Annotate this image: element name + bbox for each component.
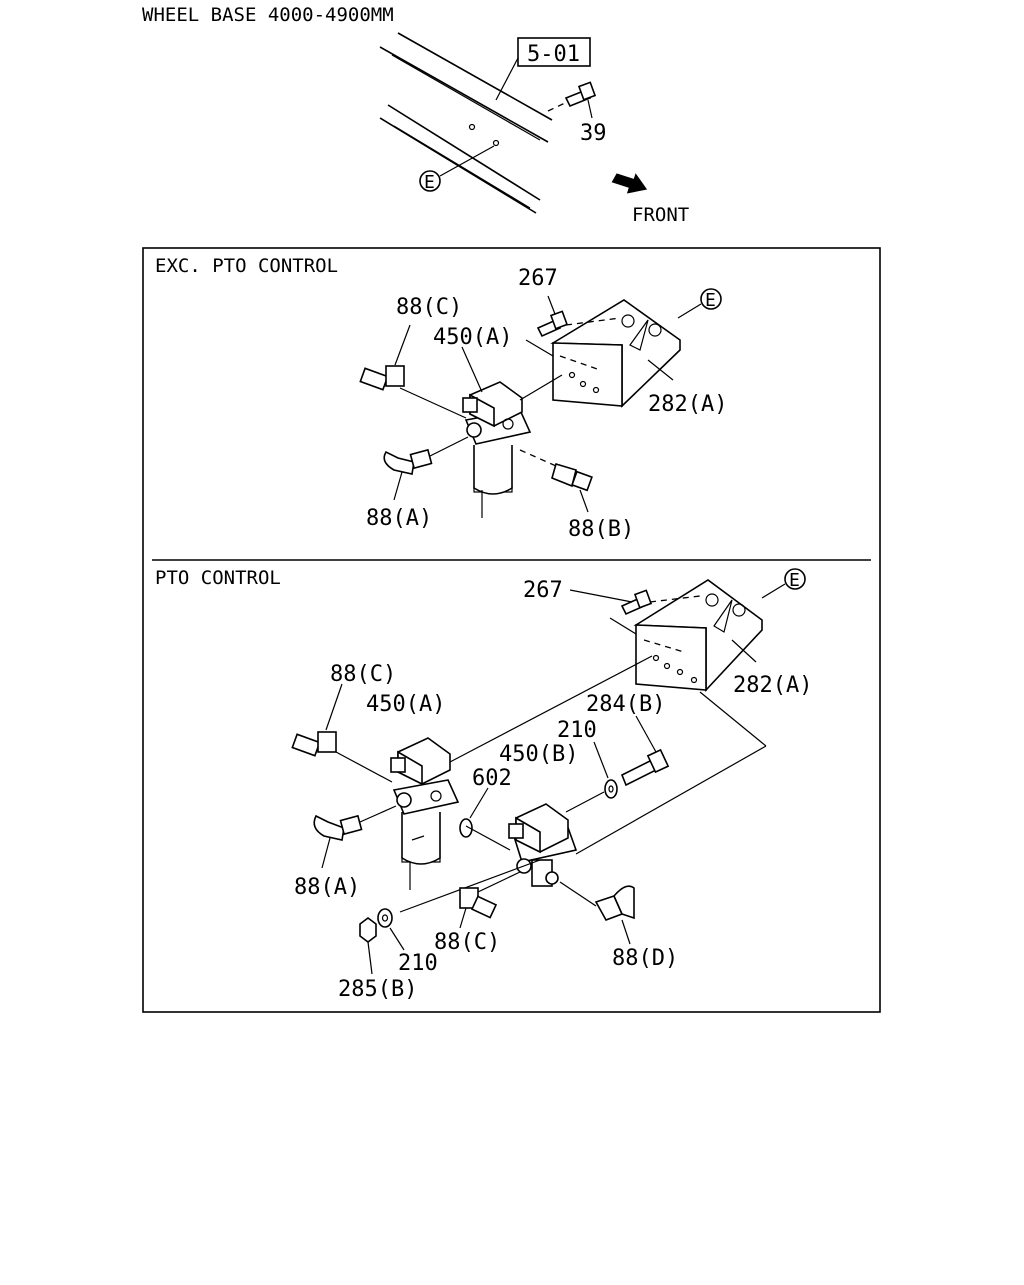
connection-marker-e: E	[761, 568, 806, 599]
svg-text:5-01: 5-01	[527, 42, 580, 67]
label-88c-top: 88(C)	[330, 662, 396, 687]
bracket-282a	[550, 299, 681, 408]
label-282a: 282(A)	[648, 392, 727, 417]
label-88b: 88(B)	[568, 517, 634, 542]
label-450a: 450(A)	[433, 325, 512, 350]
fitting-88b	[519, 449, 593, 513]
label-88c-bottom: 88(C)	[434, 930, 500, 955]
connection-marker-e: E	[677, 288, 722, 319]
washer-210-bottom	[377, 908, 405, 951]
panel-exc-pto-control: EXC. PTO CONTROL	[155, 255, 727, 542]
fitting-88a	[383, 436, 469, 501]
svg-text:E: E	[789, 570, 800, 591]
label-602: 602	[472, 766, 512, 791]
label-450b: 450(B)	[499, 742, 578, 767]
frame-overview: WHEEL BASE 4000-4900MM 5-01 39	[142, 4, 689, 226]
frame-hole	[468, 123, 476, 131]
bracket-282a	[633, 579, 763, 693]
bolt-267	[525, 295, 621, 357]
front-direction-arrow-icon	[611, 173, 648, 194]
label-267: 267	[523, 578, 563, 603]
label-210-bottom: 210	[398, 951, 438, 976]
solenoid-valve-450b	[465, 803, 578, 887]
label-88a: 88(A)	[366, 506, 432, 531]
fitting-88c-top	[291, 683, 393, 783]
front-label: FRONT	[632, 204, 689, 226]
svg-text:39: 39	[580, 121, 607, 146]
fitting-88d	[559, 881, 635, 945]
label-88a: 88(A)	[294, 875, 360, 900]
panel-exc-title: EXC. PTO CONTROL	[155, 255, 338, 277]
fitting-88a	[313, 805, 397, 869]
fitting-88c	[359, 324, 467, 419]
label-267: 267	[518, 266, 558, 291]
svg-text:E: E	[705, 290, 716, 311]
bolt-39: 39	[547, 81, 607, 146]
o-ring-602	[459, 787, 489, 838]
washer-210-top	[593, 741, 618, 799]
label-450a: 450(A)	[366, 692, 445, 717]
svg-text:E: E	[424, 172, 435, 193]
label-210-top: 210	[557, 718, 597, 743]
frame-hole	[492, 139, 500, 147]
label-88d: 88(D)	[612, 946, 678, 971]
panel-pto-title: PTO CONTROL	[155, 567, 281, 589]
wheel-base-title: WHEEL BASE 4000-4900MM	[142, 4, 394, 26]
panel-pto-control: PTO CONTROL E	[155, 567, 812, 1002]
solenoid-valve-450a	[390, 655, 653, 890]
bolt-267	[569, 589, 701, 635]
frame-rail-upper	[379, 32, 553, 143]
connection-marker-e: E	[419, 145, 495, 193]
frame-rail-lower	[379, 104, 541, 214]
label-88c: 88(C)	[396, 295, 462, 320]
bolt-284b	[565, 715, 670, 813]
label-284b: 284(B)	[586, 692, 665, 717]
detail-frame-border	[142, 247, 881, 1013]
label-282a: 282(A)	[733, 673, 812, 698]
solenoid-valve-450a	[462, 374, 563, 518]
nut-285b	[359, 917, 377, 975]
fitting-88c-bottom	[459, 871, 521, 929]
ref-box-5-01: 5-01	[495, 37, 591, 101]
label-285b: 285(B)	[338, 977, 417, 1002]
